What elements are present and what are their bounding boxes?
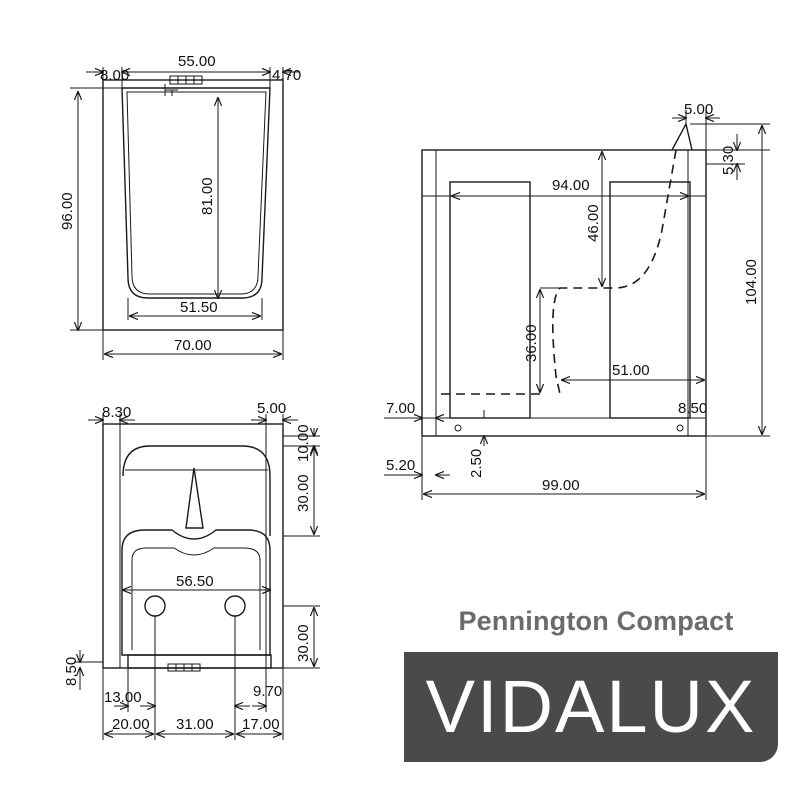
dim-side-overall-length: 99.00	[542, 477, 580, 494]
dim-inner-depth: 81.00	[199, 177, 216, 215]
dim-upper-height: 30.00	[295, 474, 312, 512]
control-panel-icon	[167, 663, 201, 672]
dim-left-rim: 8.00	[100, 67, 129, 84]
dim-step-width: 5.00	[684, 101, 713, 118]
front-view-outline	[102, 423, 284, 669]
dim-step-height: 5.30	[720, 146, 737, 175]
dim-right-leg: 8.50	[678, 400, 707, 417]
dim-top-rim: 10.00	[295, 424, 312, 462]
top-view-outline	[102, 79, 284, 331]
dim-left-leg: 7.00	[386, 400, 415, 417]
dim-inner-top-width: 55.00	[178, 53, 216, 70]
dim-right-drain: 9.70	[253, 683, 282, 700]
dim-inner-width: 56.50	[176, 573, 214, 590]
product-name: Pennington Compact	[458, 606, 734, 636]
dim-overall-length: 96.00	[59, 192, 76, 230]
top-view-basin-inner	[126, 91, 267, 295]
right-foot-icon	[676, 424, 684, 432]
dim-front-left-rim: 8.30	[102, 404, 131, 421]
dim-center-span: 31.00	[176, 716, 214, 733]
brand-logo: VIDALUX	[404, 652, 778, 762]
dim-right-span: 17.00	[242, 716, 280, 733]
dim-right-rim: 4.70	[272, 67, 301, 84]
dim-seat-height: 36.00	[523, 324, 540, 362]
dim-foot-length: 51.00	[612, 362, 650, 379]
dim-inner-bottom-width: 51.50	[180, 299, 218, 316]
brand-logo-text: VIDALUX	[425, 665, 757, 748]
left-drain-icon	[144, 595, 166, 617]
dim-left-base: 5.20	[386, 457, 415, 474]
dim-base-offset: 8.50	[63, 657, 80, 686]
faucet-icon	[164, 75, 203, 96]
side-view: 5.00 5.30 104.00 94.00 46.00 36.00 51.00…	[384, 101, 770, 500]
interior-profile	[436, 149, 677, 395]
top-view: 55.00 8.00 4.70 96.00 81.00 51.50 70.00	[59, 53, 301, 360]
dim-seat-depth: 46.00	[585, 204, 602, 242]
backrest-block	[609, 181, 691, 419]
left-foot-icon	[454, 424, 462, 432]
dim-front-right-rim: 5.00	[257, 400, 286, 417]
front-view-seat	[121, 529, 271, 656]
front-view-backrest	[122, 445, 271, 536]
side-view-outline	[421, 149, 707, 437]
dim-base-height: 2.50	[468, 449, 485, 478]
top-view-basin	[121, 87, 271, 299]
dim-seat-width: 94.00	[552, 177, 590, 194]
dim-left-drain: 13.00	[104, 689, 142, 706]
right-drain-icon	[224, 595, 246, 617]
dim-lower-height: 30.00	[295, 624, 312, 662]
front-view: 8.30 5.00 10.00 30.00 56.50 30.00 8.50 1…	[63, 400, 320, 740]
seat-block	[449, 181, 531, 419]
headrest-profile	[671, 122, 693, 151]
headrest-fin	[185, 467, 204, 529]
dim-left-span: 20.00	[112, 716, 150, 733]
dim-overall-height: 104.00	[743, 259, 760, 305]
dim-overall-width: 70.00	[174, 337, 212, 354]
